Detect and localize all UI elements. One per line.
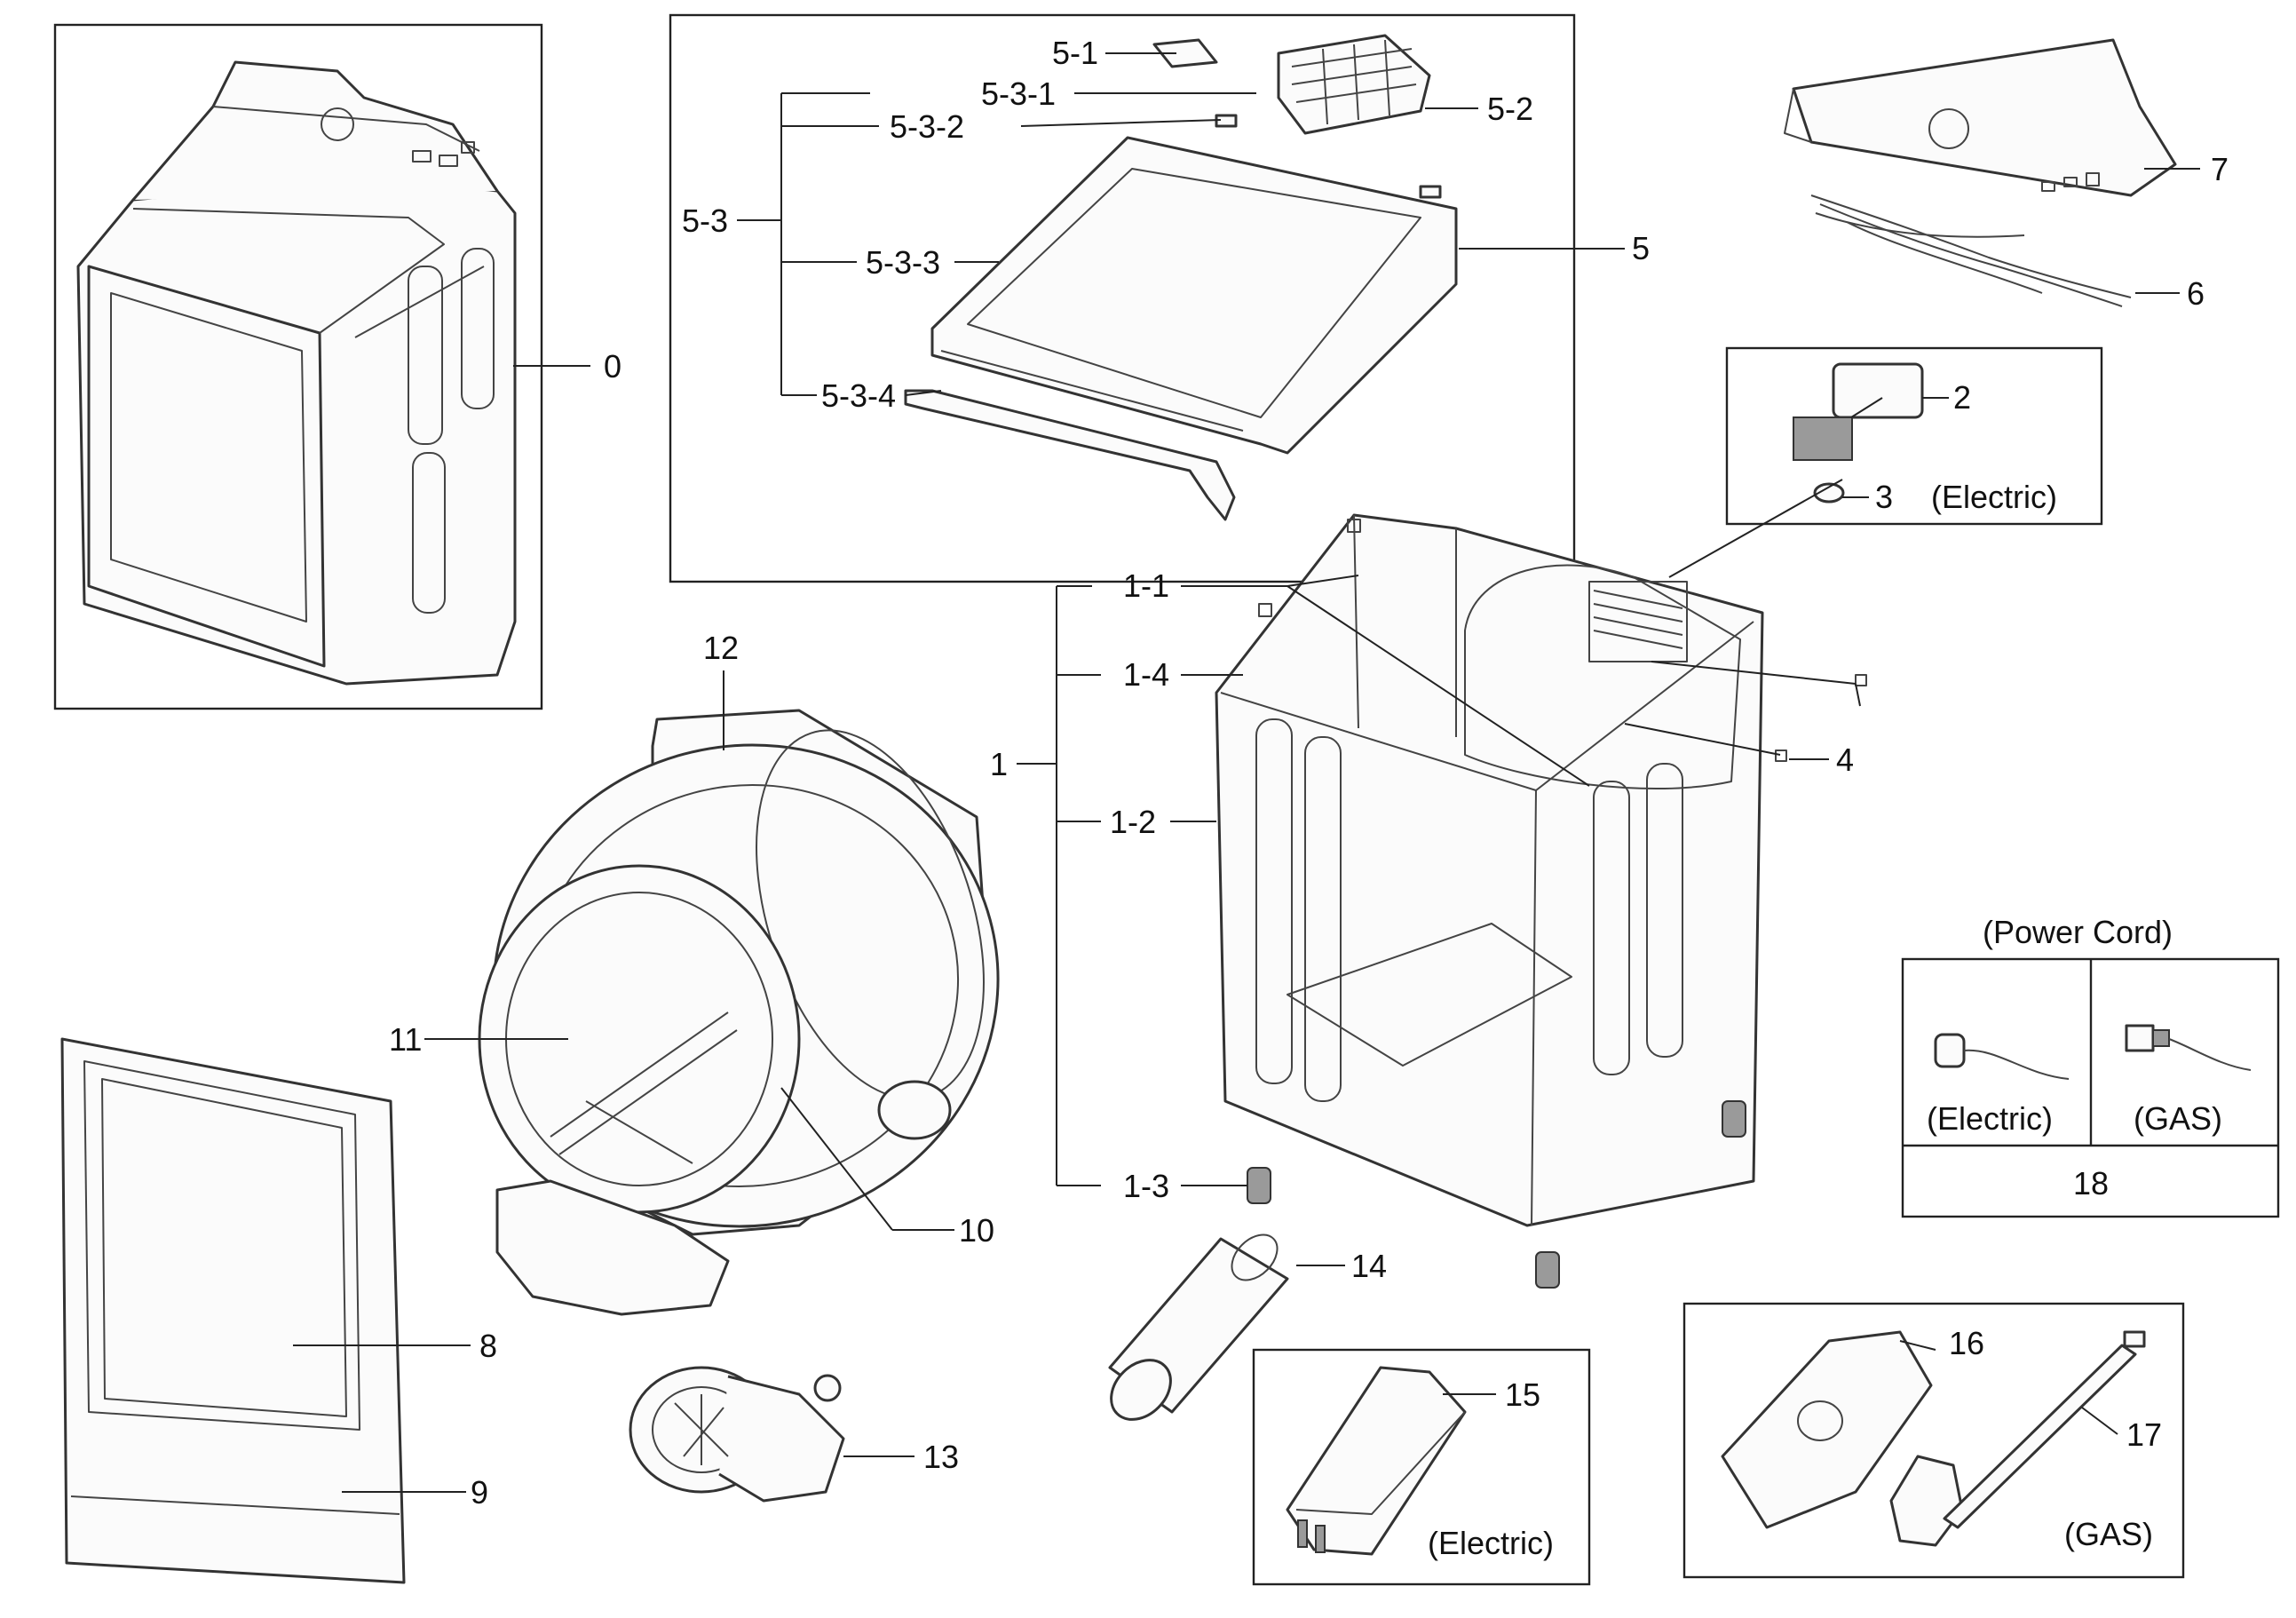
blower-drawing bbox=[629, 1366, 845, 1503]
callout-14: 14 bbox=[1351, 1248, 1387, 1284]
note-gas-17: (GAS) bbox=[2064, 1516, 2153, 1552]
callout-3: 3 bbox=[1875, 479, 1893, 515]
heater-15-frame bbox=[1252, 1348, 1591, 1586]
callout-9: 9 bbox=[471, 1474, 488, 1511]
callout-5-3-1: 5-3-1 bbox=[981, 75, 1056, 112]
callout-0: 0 bbox=[604, 348, 622, 385]
callout-11: 11 bbox=[389, 1021, 422, 1058]
callout-4: 4 bbox=[1836, 742, 1854, 778]
heater-15-drawing bbox=[1286, 1366, 1467, 1556]
callout-5-1: 5-1 bbox=[1052, 35, 1098, 71]
door-drawing bbox=[60, 1037, 406, 1584]
callout-1-1: 1-1 bbox=[1123, 567, 1169, 604]
note-heater-15-electric: (Electric) bbox=[1428, 1525, 1554, 1561]
gas-valve-frame bbox=[1682, 1302, 2185, 1579]
heater-parts-drawing bbox=[1793, 362, 1924, 504]
callout-5-3-4: 5-3-4 bbox=[821, 377, 896, 414]
top-panel-drawing bbox=[904, 34, 1458, 521]
callout-5-3-2: 5-3-2 bbox=[890, 108, 964, 145]
dryer-assembly-drawing bbox=[76, 60, 517, 686]
callout-labels: 0 5-1 5-3-1 5-2 5-3-2 5-3 5-3-3 5 5-3-4 … bbox=[389, 35, 2229, 1561]
power-cord-title: (Power Cord) bbox=[1983, 914, 2173, 950]
leader-lines bbox=[293, 52, 2200, 1493]
callout-5-2: 5-2 bbox=[1487, 91, 1533, 127]
assembly-5-frame bbox=[669, 13, 1576, 583]
note-heater-electric: (Electric) bbox=[1931, 479, 2057, 515]
callout-5: 5 bbox=[1632, 230, 1650, 266]
note-power-cord-gas: (GAS) bbox=[2134, 1100, 2222, 1137]
callout-18: 18 bbox=[2073, 1165, 2109, 1202]
callout-15: 15 bbox=[1505, 1376, 1540, 1413]
note-power-cord-electric: (Electric) bbox=[1927, 1100, 2053, 1137]
callout-17: 17 bbox=[2126, 1416, 2162, 1453]
callout-1-4: 1-4 bbox=[1123, 656, 1169, 693]
callout-5-3-3: 5-3-3 bbox=[866, 244, 940, 281]
callout-1-3: 1-3 bbox=[1123, 1168, 1169, 1204]
callout-1: 1 bbox=[990, 746, 1008, 782]
duct-drawing bbox=[1108, 1233, 1289, 1421]
callout-12: 12 bbox=[703, 630, 739, 666]
gas-valve-drawing bbox=[1721, 1330, 2146, 1547]
control-panel-drawing bbox=[1784, 38, 2177, 307]
callout-8: 8 bbox=[479, 1328, 497, 1364]
callout-5-3: 5-3 bbox=[682, 202, 728, 239]
callout-6: 6 bbox=[2187, 275, 2205, 312]
callout-16: 16 bbox=[1949, 1325, 1984, 1361]
callout-1-2: 1-2 bbox=[1110, 804, 1156, 840]
callout-13: 13 bbox=[923, 1439, 959, 1475]
callout-2: 2 bbox=[1953, 379, 1971, 416]
callout-10: 10 bbox=[959, 1212, 994, 1249]
drum-drawing bbox=[478, 709, 1000, 1316]
callout-7: 7 bbox=[2211, 151, 2229, 187]
heater-electric-frame bbox=[1725, 346, 2103, 526]
power-cord-drawings bbox=[1934, 1024, 2252, 1080]
cabinet-drawing bbox=[1215, 513, 1867, 1289]
